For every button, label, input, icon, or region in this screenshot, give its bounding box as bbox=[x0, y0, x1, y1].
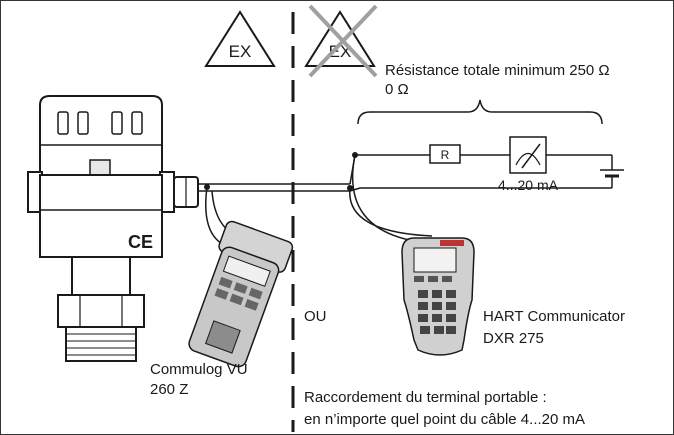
resistor-label: R bbox=[441, 148, 450, 162]
resistor-symbol bbox=[429, 144, 461, 164]
hart-cable bbox=[351, 154, 421, 243]
ce-mark: CE bbox=[128, 232, 153, 252]
current-range-label: 4...20 mA bbox=[498, 177, 559, 193]
ex-triangle-icon bbox=[204, 10, 276, 67]
hart-label-line2: DXR 275 bbox=[483, 330, 544, 347]
ex-zone-label: EX bbox=[229, 42, 252, 61]
connection-note-line1: Raccordement du terminal portable : bbox=[304, 389, 547, 406]
commulog-device bbox=[188, 220, 294, 368]
cross-line-2 bbox=[308, 4, 378, 78]
range-brace bbox=[357, 99, 603, 125]
or-label: OU bbox=[304, 308, 327, 325]
commulog-label-line1: Commulog VU bbox=[150, 361, 248, 378]
resistance-value: 0 Ω bbox=[385, 81, 409, 98]
resistance-label: Résistance totale minimum 250 Ω bbox=[385, 62, 610, 79]
commulog-label-line2: 260 Z bbox=[150, 381, 188, 398]
ex-triangle-crossed-icon bbox=[304, 10, 376, 67]
connection-note-line2: en n’importe quel point du câble 4...20 … bbox=[304, 411, 585, 428]
ammeter-icon bbox=[509, 136, 547, 174]
ex-zone-symbol: EX bbox=[204, 10, 276, 67]
power-supply-icon bbox=[600, 155, 624, 188]
non-ex-zone-symbol: EX bbox=[304, 4, 378, 78]
non-ex-zone-label: EX bbox=[329, 42, 352, 61]
transmitter-device: CE bbox=[27, 95, 199, 362]
hart-label-line1: HART Communicator bbox=[483, 308, 625, 325]
hart-communicator-device bbox=[401, 237, 475, 356]
